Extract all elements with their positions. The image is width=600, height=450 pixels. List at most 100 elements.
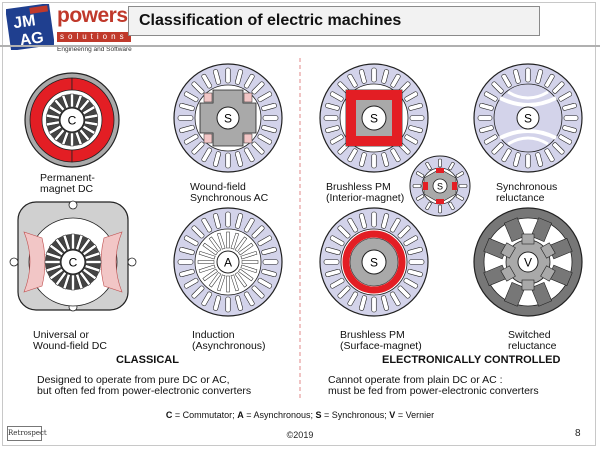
stator-slot: [347, 291, 359, 307]
stator-slot: [191, 225, 205, 239]
powersys-wordmark: powersys: [57, 4, 150, 27]
rotor-pole: [521, 233, 535, 245]
stator-slot: [262, 259, 279, 265]
stator-slot: [325, 246, 341, 256]
stator-slot: [323, 115, 339, 121]
stator-slot: [404, 134, 419, 145]
stator-slot: [479, 102, 494, 111]
rotor-slot: [53, 128, 66, 142]
switched-rel-machine: V: [473, 207, 583, 317]
rotor-slot: [54, 238, 67, 253]
stator-slot: [501, 73, 512, 88]
stator-slot: [325, 268, 341, 278]
rotor-pole: [500, 265, 516, 282]
rotor-slot: [45, 264, 62, 273]
rotor-slot: [74, 94, 83, 109]
legend-v-text: = Vernier: [395, 410, 435, 420]
rotor-pole: [540, 242, 556, 259]
stator-slot: [251, 225, 265, 239]
svg-text:JM: JM: [12, 12, 36, 32]
induction-label: Induction (Asynchronous): [192, 329, 266, 352]
stator-slot: [201, 291, 213, 307]
stator-slot: [544, 148, 555, 163]
stator-slot: [563, 115, 579, 121]
wound-field-sync-label: Wound-field Synchronous AC: [190, 181, 269, 204]
stator-slot: [438, 204, 442, 214]
rotor-pole: [500, 242, 516, 259]
stator-slot: [397, 225, 411, 239]
stator-slot: [251, 141, 265, 155]
stator-slot: [535, 152, 544, 167]
rotor-slot: [208, 272, 222, 288]
stator-slot: [381, 69, 390, 84]
stator-slot: [562, 102, 577, 111]
legend-s-key: S: [315, 410, 322, 420]
stator-slot: [179, 268, 195, 278]
stator-slot: [552, 81, 565, 94]
rotor-slot: [230, 274, 240, 292]
stator-slot: [544, 73, 555, 88]
stator-slot: [381, 152, 390, 167]
stator-slot: [234, 151, 244, 167]
stator-slot: [455, 171, 464, 178]
stator-slot: [371, 153, 377, 169]
bl-spm-label: Brushless PM (Surface-magnet): [340, 329, 422, 352]
rotor-slot: [84, 113, 99, 120]
stator-slot: [191, 81, 205, 95]
stator-slot: [179, 124, 195, 134]
bl-ipm-label: Brushless PM (Interior-magnet): [326, 181, 405, 204]
stator-slot: [234, 213, 244, 229]
stator-slot: [358, 69, 367, 84]
legend-a-key: A: [237, 410, 244, 420]
rotor-slot: [216, 274, 226, 292]
stator-pole: [503, 217, 526, 242]
stator-slot: [179, 102, 195, 112]
center-letter: S: [524, 112, 532, 126]
title-box: Classification of electric machines: [128, 6, 540, 36]
stator-slot: [412, 184, 422, 188]
jmag-logo: JM AG: [6, 4, 54, 50]
center-letter: A: [224, 256, 232, 270]
stator-slot: [183, 133, 199, 145]
center-letter: V: [524, 256, 532, 270]
stator-slot: [512, 152, 521, 167]
stator-slot: [201, 217, 213, 233]
rotor-slot: [44, 260, 61, 264]
stator-slot: [416, 171, 425, 178]
center-letter: S: [370, 256, 378, 270]
bl-spm-machine: S: [319, 207, 429, 317]
stator-slot: [425, 162, 432, 171]
stator-slot: [325, 125, 340, 134]
stator-slot: [479, 125, 494, 134]
legend-c-text: = Commutator;: [172, 410, 238, 420]
stator-slot: [243, 73, 255, 89]
stator-slot: [358, 213, 368, 229]
legend-v-key: V: [389, 410, 396, 420]
sync-rel-machine: S: [473, 63, 583, 173]
stator-slot: [390, 73, 401, 88]
rotor-slot: [234, 236, 248, 252]
stator-slot: [409, 115, 425, 121]
stator-slot: [225, 67, 231, 84]
center-letter: C: [69, 256, 78, 270]
stator-slot: [358, 152, 367, 167]
legend-a-text: = Asynchronous;: [243, 410, 316, 420]
stator-slot: [380, 213, 390, 229]
rotor-slot: [45, 120, 60, 127]
stator-slot: [243, 291, 255, 307]
stator-slot: [201, 147, 213, 163]
rotor-slot: [49, 243, 64, 256]
stator-slot: [329, 91, 344, 102]
stator-slot: [329, 277, 345, 289]
stator-slot: [183, 235, 199, 247]
rotor-slot: [75, 273, 84, 290]
rotor-slot: [53, 98, 66, 112]
page-title: Classification of electric machines: [139, 12, 402, 29]
stator-slot: [261, 268, 277, 278]
rotor-slot: [48, 124, 62, 135]
rotor-slot: [45, 113, 60, 120]
rotor-slot: [202, 242, 218, 256]
rotor-slot: [198, 264, 216, 274]
stator-slot: [212, 151, 222, 167]
rotor-slot: [82, 105, 96, 116]
